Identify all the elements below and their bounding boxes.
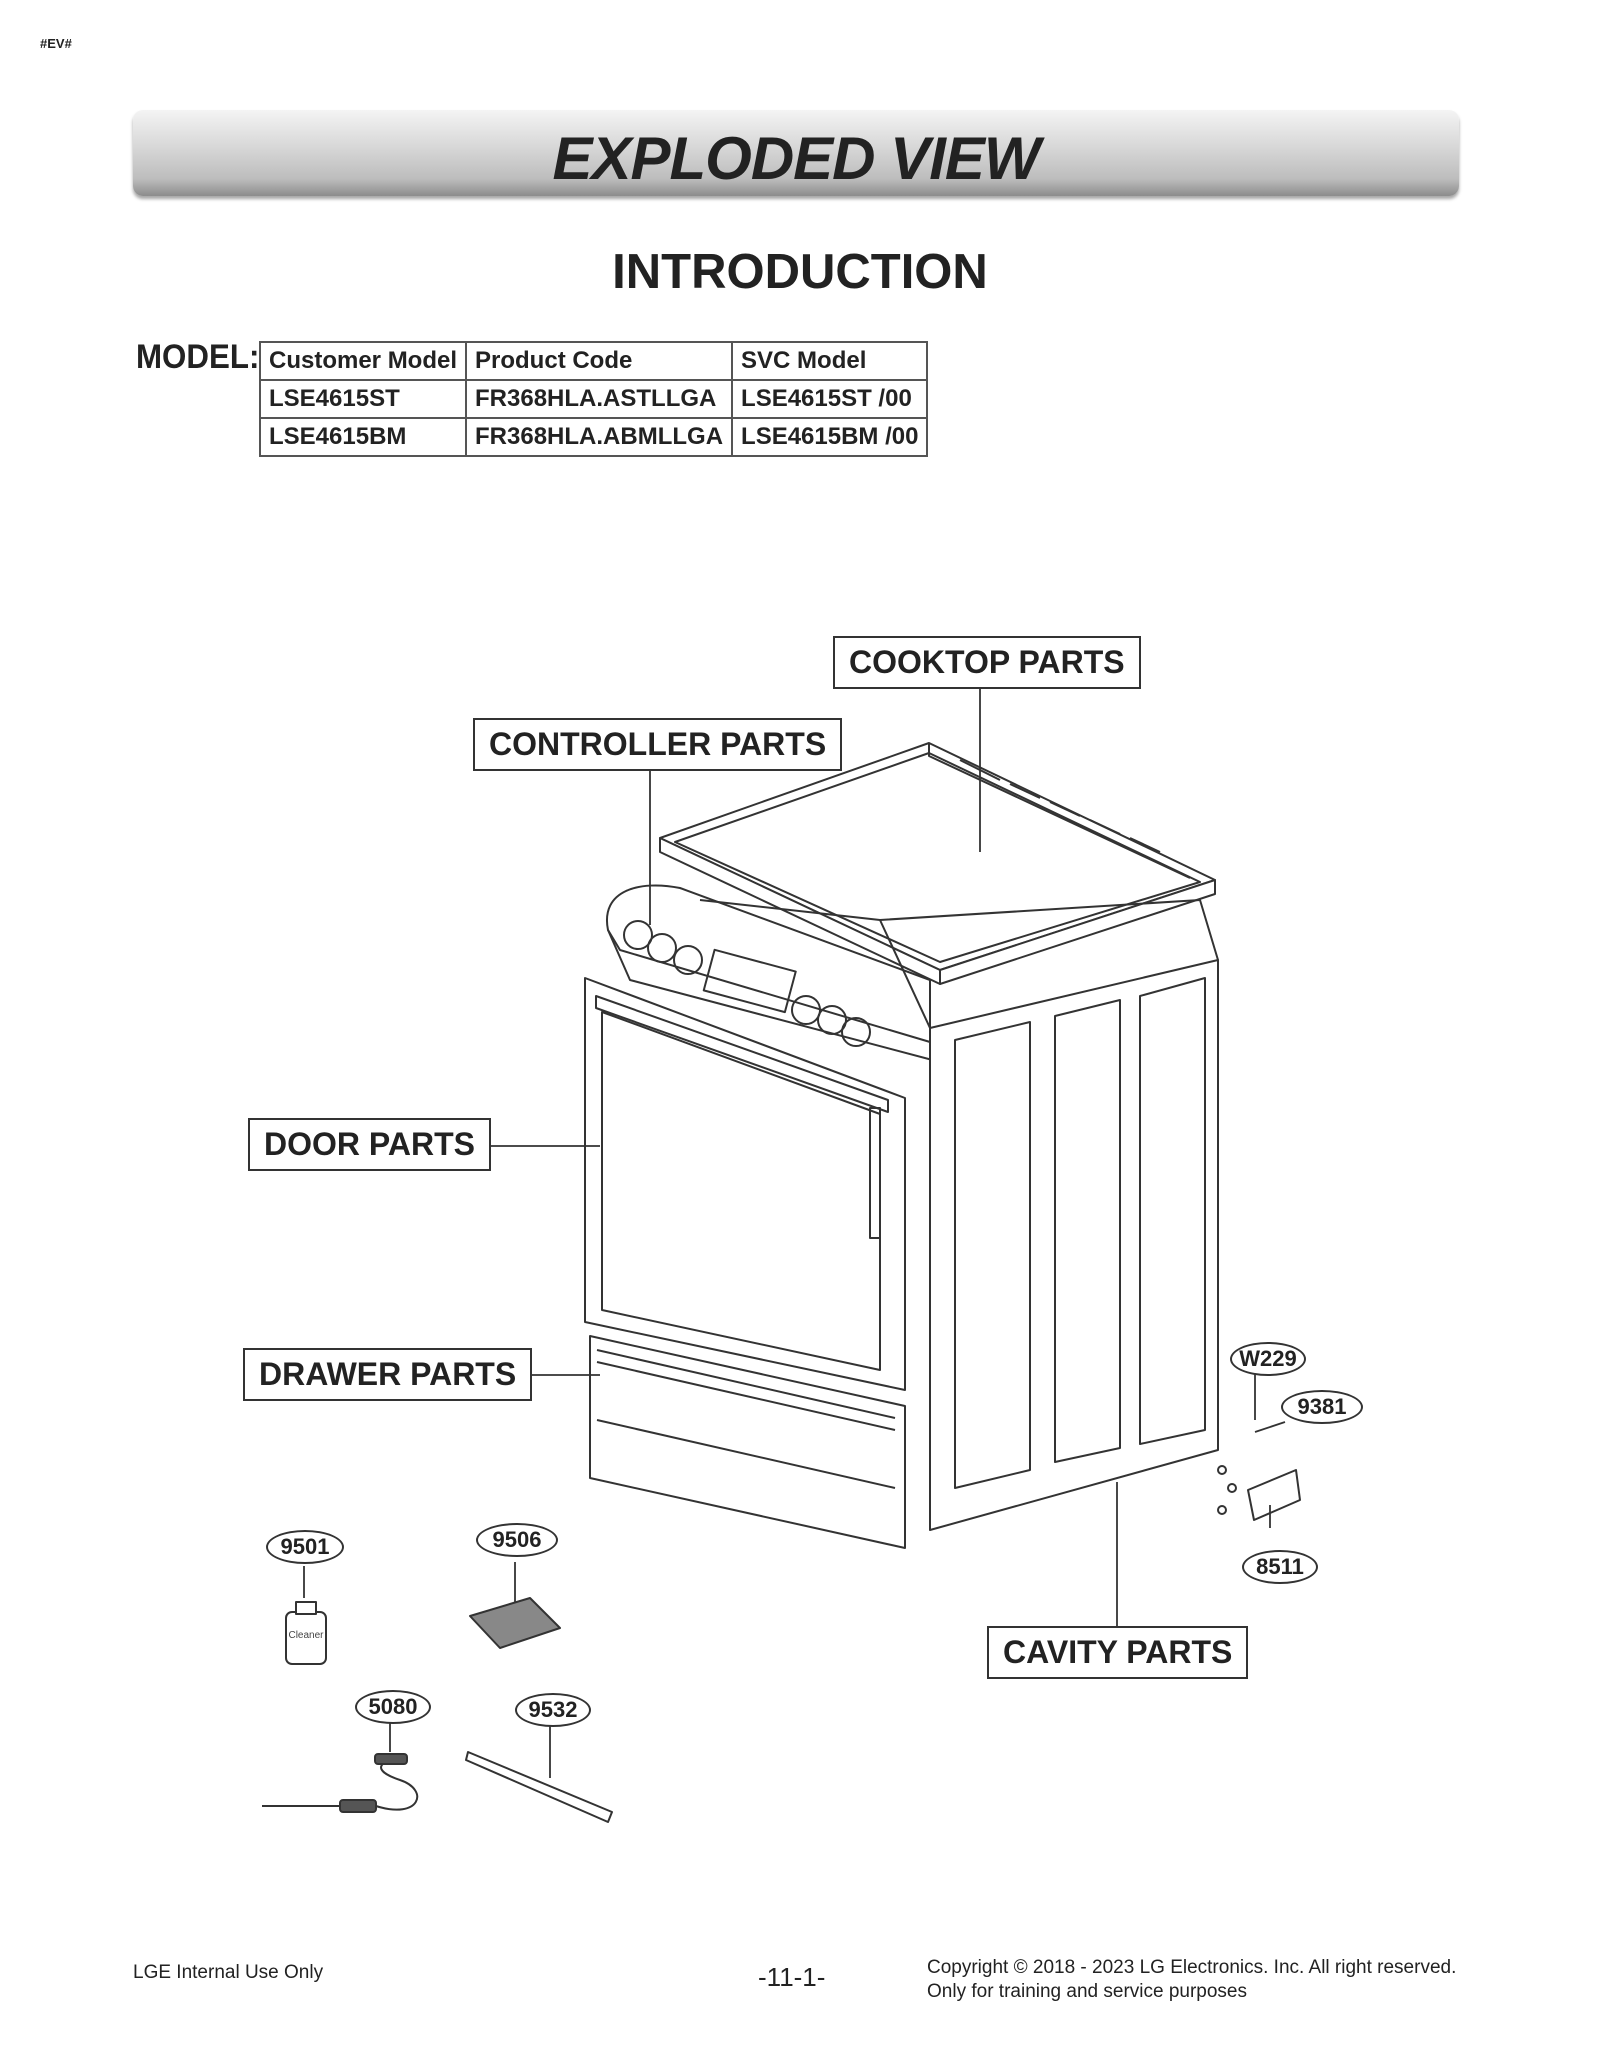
table-cell: LSE4615ST /00: [731, 379, 929, 419]
controller-parts-label[interactable]: CONTROLLER PARTS: [473, 718, 843, 771]
table-cell: LSE4615BM /00: [731, 417, 929, 457]
table-cell: LSE4615ST: [258, 379, 468, 419]
leader-lines: [303, 680, 1286, 1778]
copyright-line-2: Only for training and service purposes: [927, 1981, 1247, 2002]
column-header: Product Code: [465, 341, 734, 381]
copyright-line-1: Copyright © 2018 - 2023 LG Electronics. …: [927, 1957, 1457, 1978]
document-tag: #EV#: [40, 36, 72, 51]
rail-part: [465, 1751, 613, 1823]
part-number-8511[interactable]: 8511: [1242, 1550, 1318, 1584]
part-number-9532[interactable]: 9532: [515, 1693, 591, 1727]
part-number-9501[interactable]: 9501: [266, 1530, 344, 1564]
table-cell: LSE4615BM: [258, 417, 468, 457]
storage-drawer: [589, 1335, 906, 1549]
title-banner: EXPLODED VIEW: [133, 110, 1459, 196]
part-number-9506[interactable]: 9506: [476, 1523, 558, 1557]
table-cell: FR368HLA.ASTLLGA: [465, 379, 734, 419]
cavity-body: [699, 899, 1219, 1531]
table-row: LSE4615BM FR368HLA.ABMLLGA LSE4615BM /00: [258, 417, 929, 457]
footer-copyright: Copyright © 2018 - 2023 LG Electronics. …: [927, 1956, 1456, 2004]
footer-internal-use: LGE Internal Use Only: [133, 1962, 324, 1983]
table-header-row: Customer Model Product Code SVC Model: [258, 341, 929, 381]
part-number-9381[interactable]: 9381: [1281, 1390, 1363, 1424]
page-number: -11-1-: [758, 1962, 826, 1992]
table-row: LSE4615ST FR368HLA.ASTLLGA LSE4615ST /00: [258, 379, 929, 419]
model-table: Customer Model Product Code SVC Model LS…: [258, 341, 929, 457]
scrub-pad: [469, 1597, 561, 1649]
column-header: Customer Model: [258, 341, 468, 381]
hinge-bracket: [1217, 1465, 1301, 1521]
cooktop-parts-label[interactable]: COOKTOP PARTS: [833, 636, 1141, 689]
drawer-parts-label[interactable]: DRAWER PARTS: [243, 1348, 533, 1401]
part-number-5080[interactable]: 5080: [355, 1690, 431, 1724]
meat-probe: [262, 1753, 419, 1813]
table-cell: FR368HLA.ABMLLGA: [465, 417, 734, 457]
oven-door: [584, 977, 906, 1391]
bottle-label: Cleaner: [288, 1630, 324, 1641]
part-number-w229[interactable]: W229: [1230, 1342, 1306, 1376]
banner-title: EXPLODED VIEW: [552, 125, 1040, 192]
cleaner-bottle: [285, 1601, 327, 1665]
column-header: SVC Model: [731, 341, 929, 381]
door-parts-label[interactable]: DOOR PARTS: [248, 1118, 491, 1171]
cavity-parts-label[interactable]: CAVITY PARTS: [987, 1626, 1249, 1679]
section-title: INTRODUCTION: [612, 245, 988, 299]
model-label: MODEL:: [136, 338, 260, 376]
